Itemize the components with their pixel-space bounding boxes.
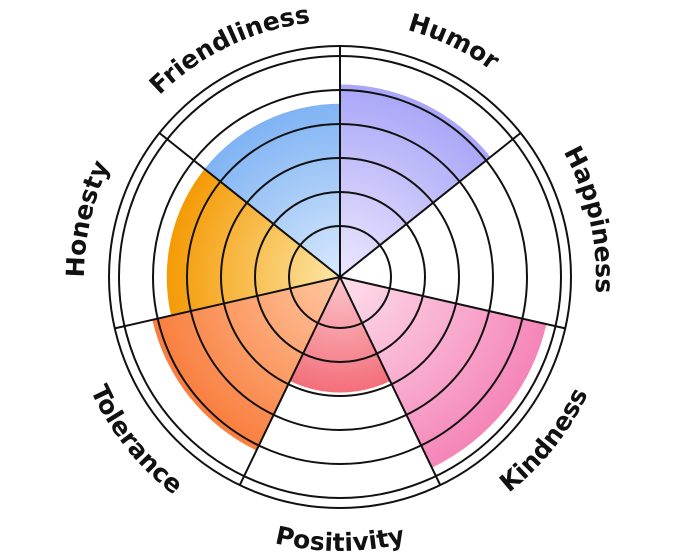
outer-border — [108, 45, 572, 509]
label-happiness: Happiness — [558, 141, 619, 294]
label-humor: Humor — [405, 8, 505, 76]
spoke-4 — [339, 276, 442, 486]
label-tolerance: Tolerance — [85, 380, 188, 500]
spoke-7 — [158, 132, 341, 278]
value-wedges — [152, 84, 547, 468]
wedge-happiness — [340, 228, 417, 295]
spoke-2 — [339, 132, 522, 278]
wedge-humor — [340, 84, 491, 277]
label-friendliness: Friendliness — [144, 0, 312, 100]
wedge-honesty — [166, 168, 340, 316]
label-positivity: Positivity — [273, 521, 407, 557]
label-honesty: Honesty — [61, 156, 115, 278]
spokes — [114, 46, 566, 486]
wedge-tolerance — [152, 277, 340, 451]
spoke-5 — [238, 276, 341, 486]
wedge-positivity — [289, 277, 391, 393]
wedge-kindness — [340, 277, 547, 468]
spoke-6 — [114, 276, 341, 330]
spoke-3 — [339, 276, 566, 330]
wedge-friendliness — [204, 103, 340, 277]
